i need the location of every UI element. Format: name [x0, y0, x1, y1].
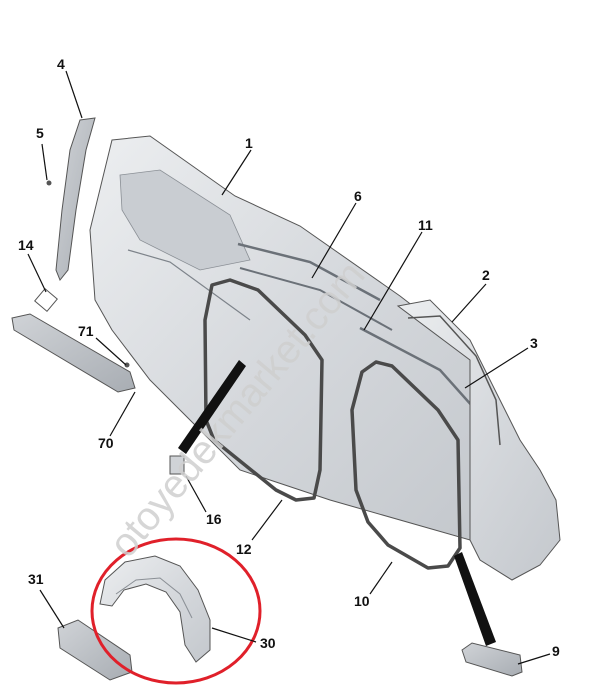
leader-14	[27, 253, 47, 293]
rail-part-6-lower	[239, 267, 393, 331]
callout-9: 9	[552, 643, 560, 659]
bracket-part-16	[169, 455, 185, 475]
leader-31	[39, 589, 65, 629]
leader-70	[109, 391, 136, 437]
leader-9	[517, 653, 551, 665]
highlight-circle	[90, 537, 262, 685]
callout-10: 10	[354, 593, 370, 609]
rail-part-6	[237, 242, 381, 302]
clip-part-71	[124, 362, 130, 368]
callout-70: 70	[98, 435, 114, 451]
rear-pillar-inner-part-3	[407, 315, 501, 446]
pointer-arrow-9	[454, 552, 496, 646]
leader-11	[363, 231, 423, 331]
callout-31: 31	[28, 571, 44, 587]
side-panel-rail	[127, 249, 251, 321]
leader-4	[65, 70, 83, 119]
callout-5: 5	[36, 125, 44, 141]
callout-30: 30	[260, 635, 276, 651]
leader-16	[185, 475, 207, 513]
side-panel-window-recess	[119, 169, 251, 271]
callout-71: 71	[78, 323, 94, 339]
leader-30	[211, 627, 257, 643]
rear-pillar-part-2	[396, 299, 561, 581]
callout-12: 12	[236, 541, 252, 557]
leader-3	[464, 347, 529, 389]
leader-6	[311, 202, 357, 279]
leader-5	[41, 143, 48, 181]
sill-strip-part-14	[11, 313, 136, 393]
adhesive-label-part-14	[34, 288, 58, 312]
pillar-part-4	[55, 117, 96, 281]
callout-4: 4	[57, 56, 65, 72]
clip-part-5	[46, 180, 52, 186]
leader-10	[369, 561, 393, 595]
callout-16: 16	[206, 511, 222, 527]
callout-1: 1	[245, 135, 253, 151]
leader-1	[221, 149, 252, 196]
wheel-arch-liner-inner	[115, 577, 193, 619]
callout-11: 11	[418, 217, 433, 233]
callout-3: 3	[530, 335, 538, 351]
callout-14: 14	[18, 237, 34, 253]
leader-2	[451, 283, 487, 323]
callout-6: 6	[354, 188, 362, 204]
pointer-arrow-16	[178, 360, 246, 454]
door-seal-part-10	[350, 360, 462, 570]
sill-trim-part-9	[461, 642, 523, 677]
leader-71	[95, 337, 127, 366]
leader-12	[251, 499, 283, 541]
callout-2: 2	[482, 267, 490, 283]
wheel-arch-liner-part-30	[99, 555, 211, 663]
